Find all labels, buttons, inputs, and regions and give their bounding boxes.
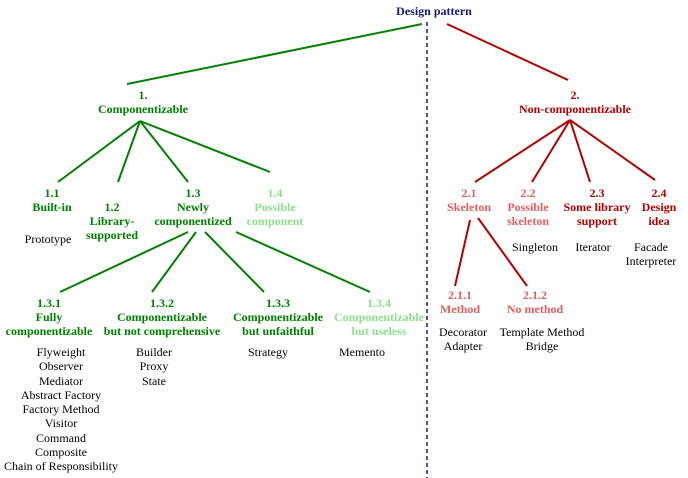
- pattern-item: Composite: [34, 445, 87, 460]
- pattern-item: Bridge: [525, 339, 559, 354]
- edge-root-1: [126, 23, 423, 85]
- pattern-item: Memento: [339, 345, 385, 359]
- pattern-item: Decorator: [439, 325, 487, 339]
- pattern-item: Builder: [136, 345, 172, 359]
- edge-root-2: [446, 23, 569, 81]
- pattern-item: Mediator: [39, 373, 83, 388]
- edge-2-23: [569, 119, 591, 183]
- patterns-2-2: Singleton: [500, 240, 570, 254]
- edge-1-13: [139, 120, 189, 183]
- patterns-1-3-4: Memento: [330, 345, 394, 359]
- pattern-item: State: [142, 373, 166, 388]
- node-2: 2.Non-componentizable: [519, 88, 631, 116]
- patterns-2-1-1: Decorator Adapter: [428, 325, 498, 354]
- patterns-1-3-1: Flyweight Observer Mediator Abstract Fac…: [0, 345, 122, 474]
- pattern-item: Proxy: [139, 359, 169, 374]
- pattern-item: Singleton: [511, 240, 558, 254]
- pattern-item: Prototype: [24, 232, 72, 246]
- pattern-item: Visitor: [44, 416, 78, 431]
- pattern-item: Flyweight: [36, 345, 86, 359]
- edge-2-21: [474, 119, 571, 183]
- patterns-2-3: Iterator: [566, 240, 620, 254]
- pattern-item: Facade: [634, 240, 668, 254]
- pattern-item: Chain of Responsibility: [4, 459, 118, 474]
- pattern-item: Observer: [39, 359, 83, 374]
- edge-13-133: [204, 231, 265, 293]
- edge-13-134: [235, 231, 371, 293]
- edge-21-211: [454, 219, 471, 287]
- pattern-item: Abstract Factory: [20, 387, 102, 402]
- edge-1-12: [117, 120, 141, 183]
- edge-13-132: [151, 231, 197, 293]
- node-1: 1.Componentizable: [98, 88, 188, 116]
- pattern-item: Strategy: [248, 345, 288, 359]
- root-label: Design pattern: [396, 4, 472, 18]
- pattern-item: Adapter: [443, 339, 483, 354]
- edge-21-212: [477, 217, 528, 287]
- patterns-1-3-2: Builder Proxy State: [124, 345, 184, 388]
- pattern-item: Iterator: [575, 240, 611, 254]
- edge-1-14: [139, 120, 271, 173]
- pattern-item: Command: [36, 430, 86, 445]
- patterns-1-1: Prototype: [14, 232, 82, 246]
- pattern-item: Template Method: [499, 325, 585, 339]
- edge-1-11: [57, 120, 141, 183]
- edge-2-22: [531, 119, 571, 183]
- patterns-2-1-2: Template Method Bridge: [494, 325, 590, 354]
- patterns-2-4: Facade Interpreter: [616, 240, 686, 269]
- pattern-item: Factory Method: [22, 402, 100, 417]
- edge-2-24: [569, 119, 656, 181]
- pattern-item: Interpreter: [625, 254, 677, 269]
- edge-13-131: [59, 231, 189, 293]
- patterns-1-3-3: Strategy: [236, 345, 300, 359]
